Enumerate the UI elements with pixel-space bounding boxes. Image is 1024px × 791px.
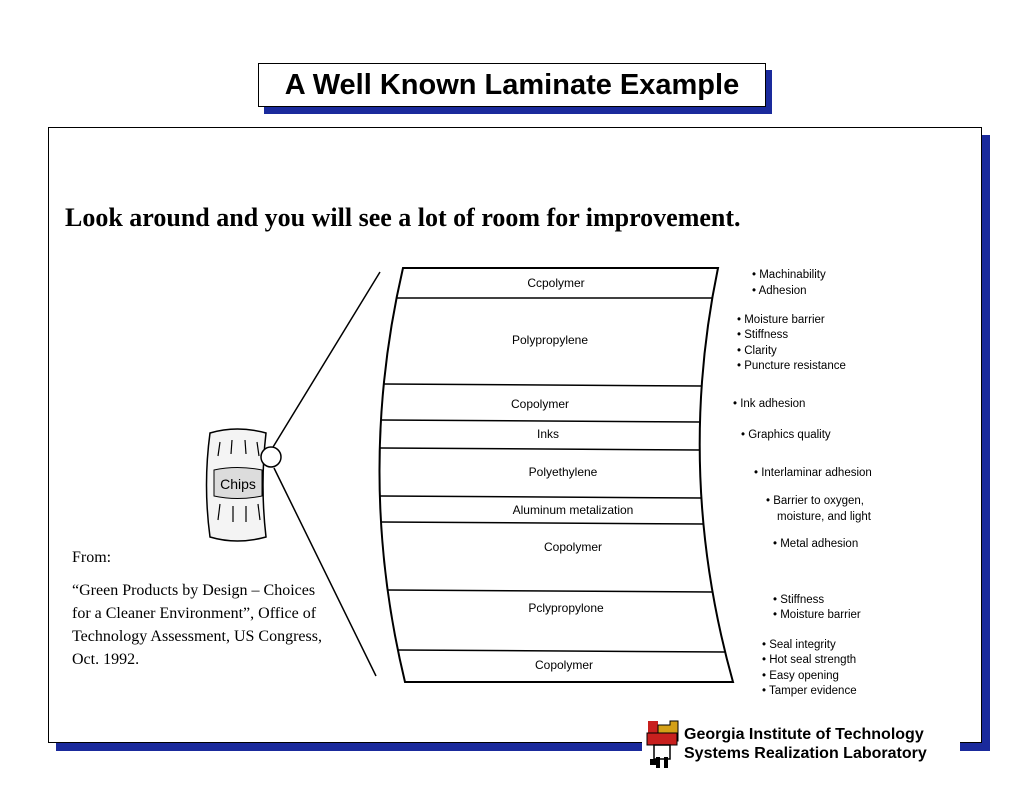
- property-text: • Barrier to oxygen,: [766, 495, 864, 507]
- source-label: From:: [72, 549, 112, 566]
- zoom-circle: [260, 446, 282, 468]
- zoom-line-top: [269, 271, 381, 453]
- layer-label: Copolymer: [544, 540, 602, 554]
- headline: Look around and you will see a lot of ro…: [65, 203, 741, 232]
- property-text: • Stiffness: [773, 594, 824, 606]
- layer-label: Polyethylene: [529, 465, 598, 479]
- source-text: “Green Products by Design – Choices for …: [72, 582, 322, 668]
- property-text: • Stiffness: [737, 329, 788, 341]
- property-text: • Hot seal strength: [762, 654, 856, 666]
- property-text: • Tamper evidence: [762, 685, 857, 697]
- layer-divider: [379, 447, 700, 451]
- property-text: • Graphics quality: [741, 429, 831, 441]
- layer-divider: [380, 521, 704, 525]
- layer-divider: [380, 419, 701, 423]
- footer: Georgia Institute of Technology Systems …: [642, 718, 960, 770]
- laminate-diagram: Chips Ccpolymer Polypropylene Copolymer …: [205, 267, 872, 697]
- layer-label: Ccpolymer: [527, 276, 584, 290]
- layer-label: Aluminum metalization: [513, 503, 634, 517]
- layer-label: Pclypropylone: [528, 601, 604, 615]
- layer-divider: [397, 649, 726, 653]
- property-text: • Clarity: [737, 345, 777, 357]
- property-annotations: • Machinability • Adhesion • Moisture ba…: [733, 269, 872, 697]
- footer-institute: Georgia Institute of Technology: [684, 726, 924, 743]
- property-text: • Interlaminar adhesion: [754, 467, 872, 479]
- layer-label: Copolymer: [511, 397, 569, 411]
- chips-label: Chips: [220, 476, 256, 492]
- layer-label: Inks: [537, 427, 559, 441]
- footer-lab: Systems Realization Laboratory: [684, 745, 927, 762]
- property-text: • Adhesion: [752, 285, 807, 297]
- source-citation: From: “Green Products by Design – Choice…: [72, 546, 322, 671]
- layer-divider: [379, 495, 702, 499]
- layer-divider: [387, 589, 713, 593]
- property-text: • Metal adhesion: [773, 538, 858, 550]
- slide-title: A Well Known Laminate Example: [258, 63, 766, 107]
- property-text: moisture, and light: [777, 511, 872, 523]
- zoom-line-bottom: [273, 467, 377, 677]
- property-text: • Moisture barrier: [773, 609, 861, 621]
- property-text: • Ink adhesion: [733, 398, 805, 410]
- property-text: • Easy opening: [762, 670, 839, 682]
- footer-text: Georgia Institute of Technology Systems …: [684, 725, 927, 763]
- layer-label: Polypropylene: [512, 333, 588, 347]
- property-text: • Moisture barrier: [737, 314, 825, 326]
- laminate-section: Ccpolymer Polypropylene Copolymer Inks P…: [378, 267, 735, 683]
- property-text: • Seal integrity: [762, 639, 836, 651]
- layer-divider: [383, 383, 702, 387]
- property-text: • Puncture resistance: [737, 360, 846, 372]
- layer-label: Copolymer: [535, 658, 593, 672]
- chips-package: Chips: [205, 428, 282, 542]
- property-text: • Machinability: [752, 269, 826, 281]
- georgia-tech-logo: [646, 720, 679, 768]
